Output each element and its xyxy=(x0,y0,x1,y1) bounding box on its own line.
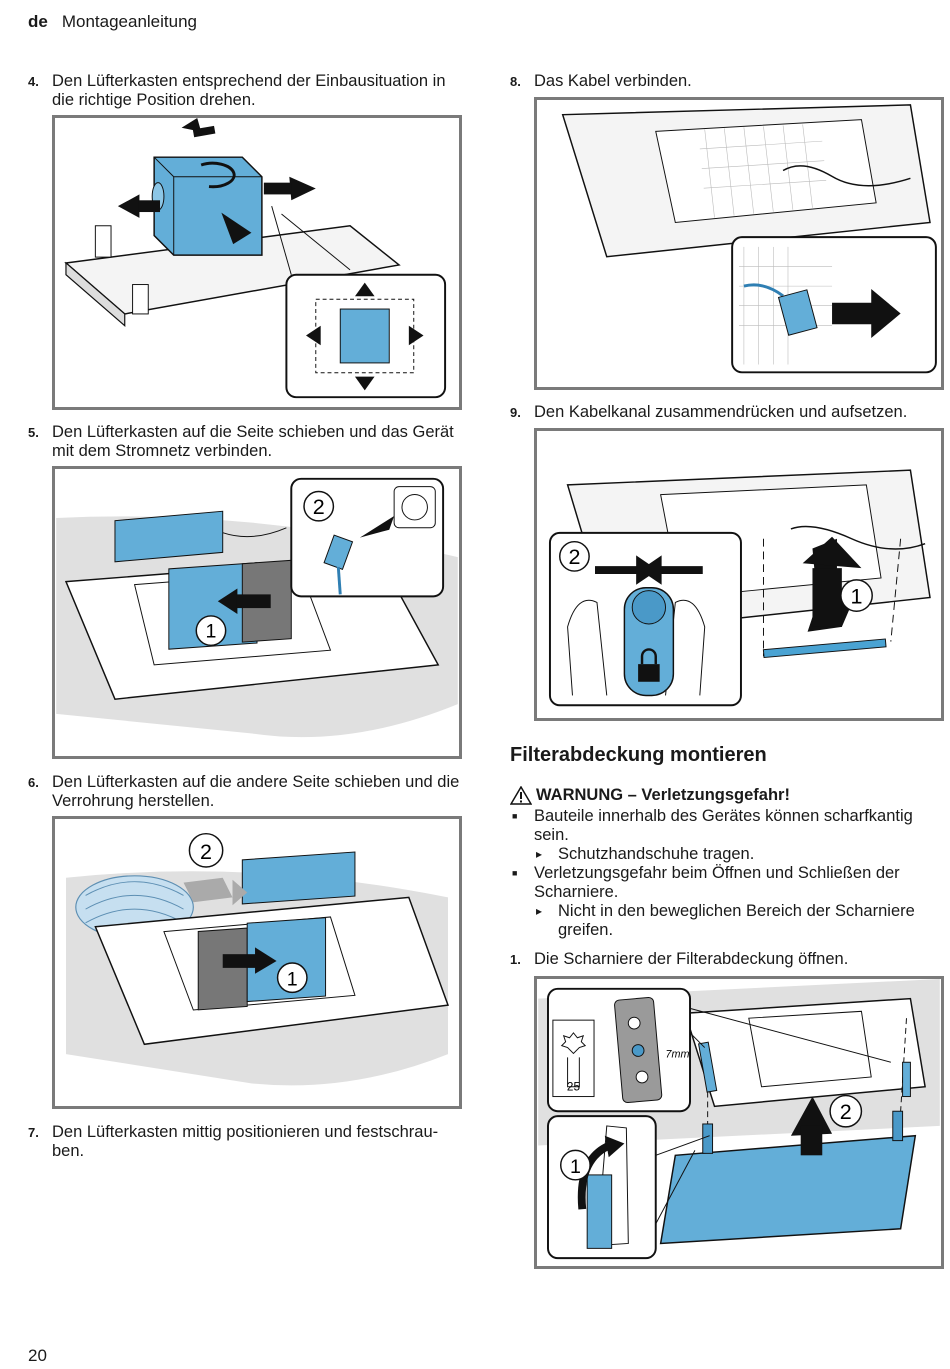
figure-step-4-rotate-fan-box xyxy=(52,115,462,410)
warning-list: Bauteile innerhalb des Gerätes können sc… xyxy=(510,807,945,940)
step-number: 7. xyxy=(28,1125,39,1140)
warning-box: WARNUNG – Verletzungsgefahr! Bauteile in… xyxy=(509,785,945,940)
step-number: 4. xyxy=(28,74,39,89)
warning-item: Verletzungsgefahr beim Öffnen und Schlie… xyxy=(510,864,945,902)
warning-triangle-icon xyxy=(509,785,533,810)
step-4: 4. Den Lüfterkasten entsprechend der Ein… xyxy=(28,72,468,110)
step-number: 9. xyxy=(510,405,521,420)
callout-2: 2 xyxy=(313,495,325,519)
section-title: Filterabdeckung montieren xyxy=(510,744,767,766)
torx-size-label: 25 xyxy=(567,1081,581,1094)
figure-step-8-connect-cable xyxy=(534,97,944,390)
step-text: Den Kabelkanal zusammendrücken und aufse… xyxy=(534,403,908,421)
step-number: 6. xyxy=(28,775,39,790)
step-text: Den Lüfterkasten auf die Seite schieben … xyxy=(52,423,454,460)
step-8: 8. Das Kabel verbinden. xyxy=(510,72,945,91)
page-number: 20 xyxy=(28,1346,47,1365)
warning-title: WARNUNG – Verletzungsgefahr! xyxy=(509,785,945,805)
step-text: Die Scharniere der Filterabdeckung öffne… xyxy=(534,950,849,968)
step-text: Den Lüfterkasten mittig positionieren un… xyxy=(52,1123,439,1160)
step-7: 7. Den Lüfterkasten mittig positionieren… xyxy=(28,1123,468,1161)
document-title: Montageanleitung xyxy=(61,12,198,31)
callout-1: 1 xyxy=(851,584,863,608)
step-text: Den Lüfterkasten entsprechend der Einbau… xyxy=(52,72,446,109)
warning-item: Bauteile innerhalb des Gerätes können sc… xyxy=(510,807,945,845)
callout-1: 1 xyxy=(570,1156,581,1178)
step-number: 8. xyxy=(510,74,521,89)
section-step-1: 1. Die Scharniere der Filterabdeckung öf… xyxy=(510,950,945,969)
figure-step-6-ducting: 1 2 xyxy=(52,816,462,1109)
language-code: de xyxy=(28,12,48,31)
screw-size-label: 7mm xyxy=(666,1048,690,1060)
step-number: 5. xyxy=(28,425,39,440)
figure-open-hinges: 2 25 7mm 1 xyxy=(534,976,944,1269)
page-header: de Montageanleitung xyxy=(28,12,197,32)
callout-2: 2 xyxy=(568,545,580,569)
figure-step-9-cable-channel: 1 2 xyxy=(534,428,944,721)
step-text: Das Kabel verbinden. xyxy=(534,72,692,90)
step-9: 9. Den Kabelkanal zusammendrücken und au… xyxy=(510,403,945,422)
action-item: Nicht in den beweglichen Bereich der Sch… xyxy=(510,902,945,940)
callout-1: 1 xyxy=(206,620,217,642)
figure-step-5-connect-power: 1 2 xyxy=(52,466,462,759)
callout-2: 2 xyxy=(840,1100,852,1124)
step-text: Den Lüfterkasten auf die andere Seite sc… xyxy=(52,773,460,810)
step-6: 6. Den Lüfterkasten auf die andere Seite… xyxy=(28,773,468,811)
step-number: 1. xyxy=(510,952,521,967)
step-5: 5. Den Lüfterkasten auf die Seite schieb… xyxy=(28,423,468,461)
action-item: Schutzhandschuhe tragen. xyxy=(510,845,945,864)
callout-1: 1 xyxy=(287,969,298,991)
callout-2: 2 xyxy=(200,840,212,864)
